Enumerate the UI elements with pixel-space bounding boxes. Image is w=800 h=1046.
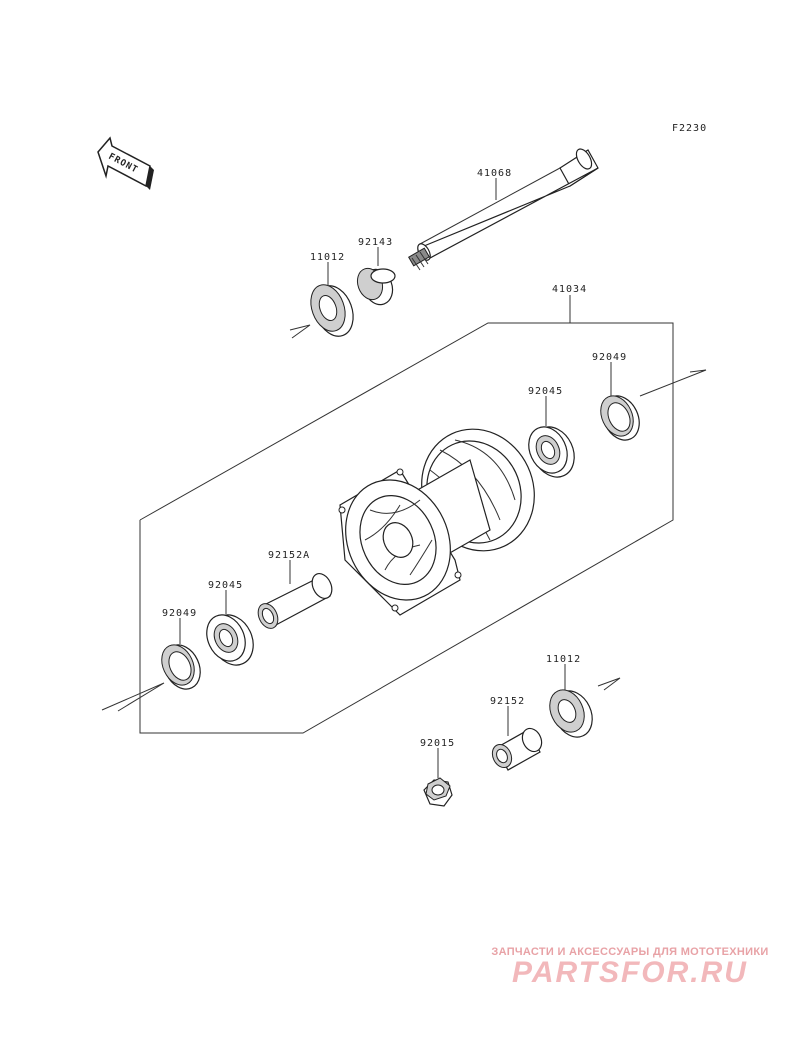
ball-bearing-icon — [528, 426, 575, 478]
part-label-41034: 41034 — [552, 284, 587, 295]
ball-bearing-icon — [206, 614, 254, 666]
collar-icon — [356, 267, 396, 306]
wheel-hub-icon — [338, 428, 535, 616]
watermark: ЗАПЧАСТИ И АКСЕССУАРЫ ДЛЯ МОТОТЕХНИКИ PA… — [470, 946, 790, 990]
part-label-92143: 92143 — [358, 237, 393, 248]
part-label-11012-upper: 11012 — [310, 252, 345, 263]
part-label-41068: 41068 — [477, 168, 512, 179]
part-label-92152A: 92152A — [268, 550, 310, 561]
part-label-92049-left: 92049 — [162, 608, 197, 619]
part-label-92015: 92015 — [420, 738, 455, 749]
figure-code: F2230 — [672, 123, 707, 134]
front-arrow-icon: FRONT — [97, 136, 154, 190]
oil-seal-icon — [310, 284, 354, 337]
watermark-logo: PARTSFOR.RU — [512, 956, 748, 989]
part-label-11012-lower: 11012 — [546, 654, 581, 665]
hub-assembly-bracket — [139, 322, 674, 734]
hex-nut-icon — [423, 777, 453, 807]
part-label-92049-right: 92049 — [592, 352, 627, 363]
seal-ring-icon — [161, 644, 201, 690]
watermark-tagline: ЗАПЧАСТИ И АКСЕССУАРЫ ДЛЯ МОТОТЕХНИКИ — [491, 946, 769, 958]
spacer-tube-icon — [257, 573, 333, 629]
oil-seal-icon — [549, 689, 593, 738]
seal-ring-icon — [600, 395, 640, 441]
part-label-92045-right: 92045 — [528, 386, 563, 397]
part-label-92152: 92152 — [490, 696, 525, 707]
collar-icon — [491, 727, 543, 771]
part-label-92045-left: 92045 — [208, 580, 243, 591]
axle-icon — [408, 148, 599, 271]
